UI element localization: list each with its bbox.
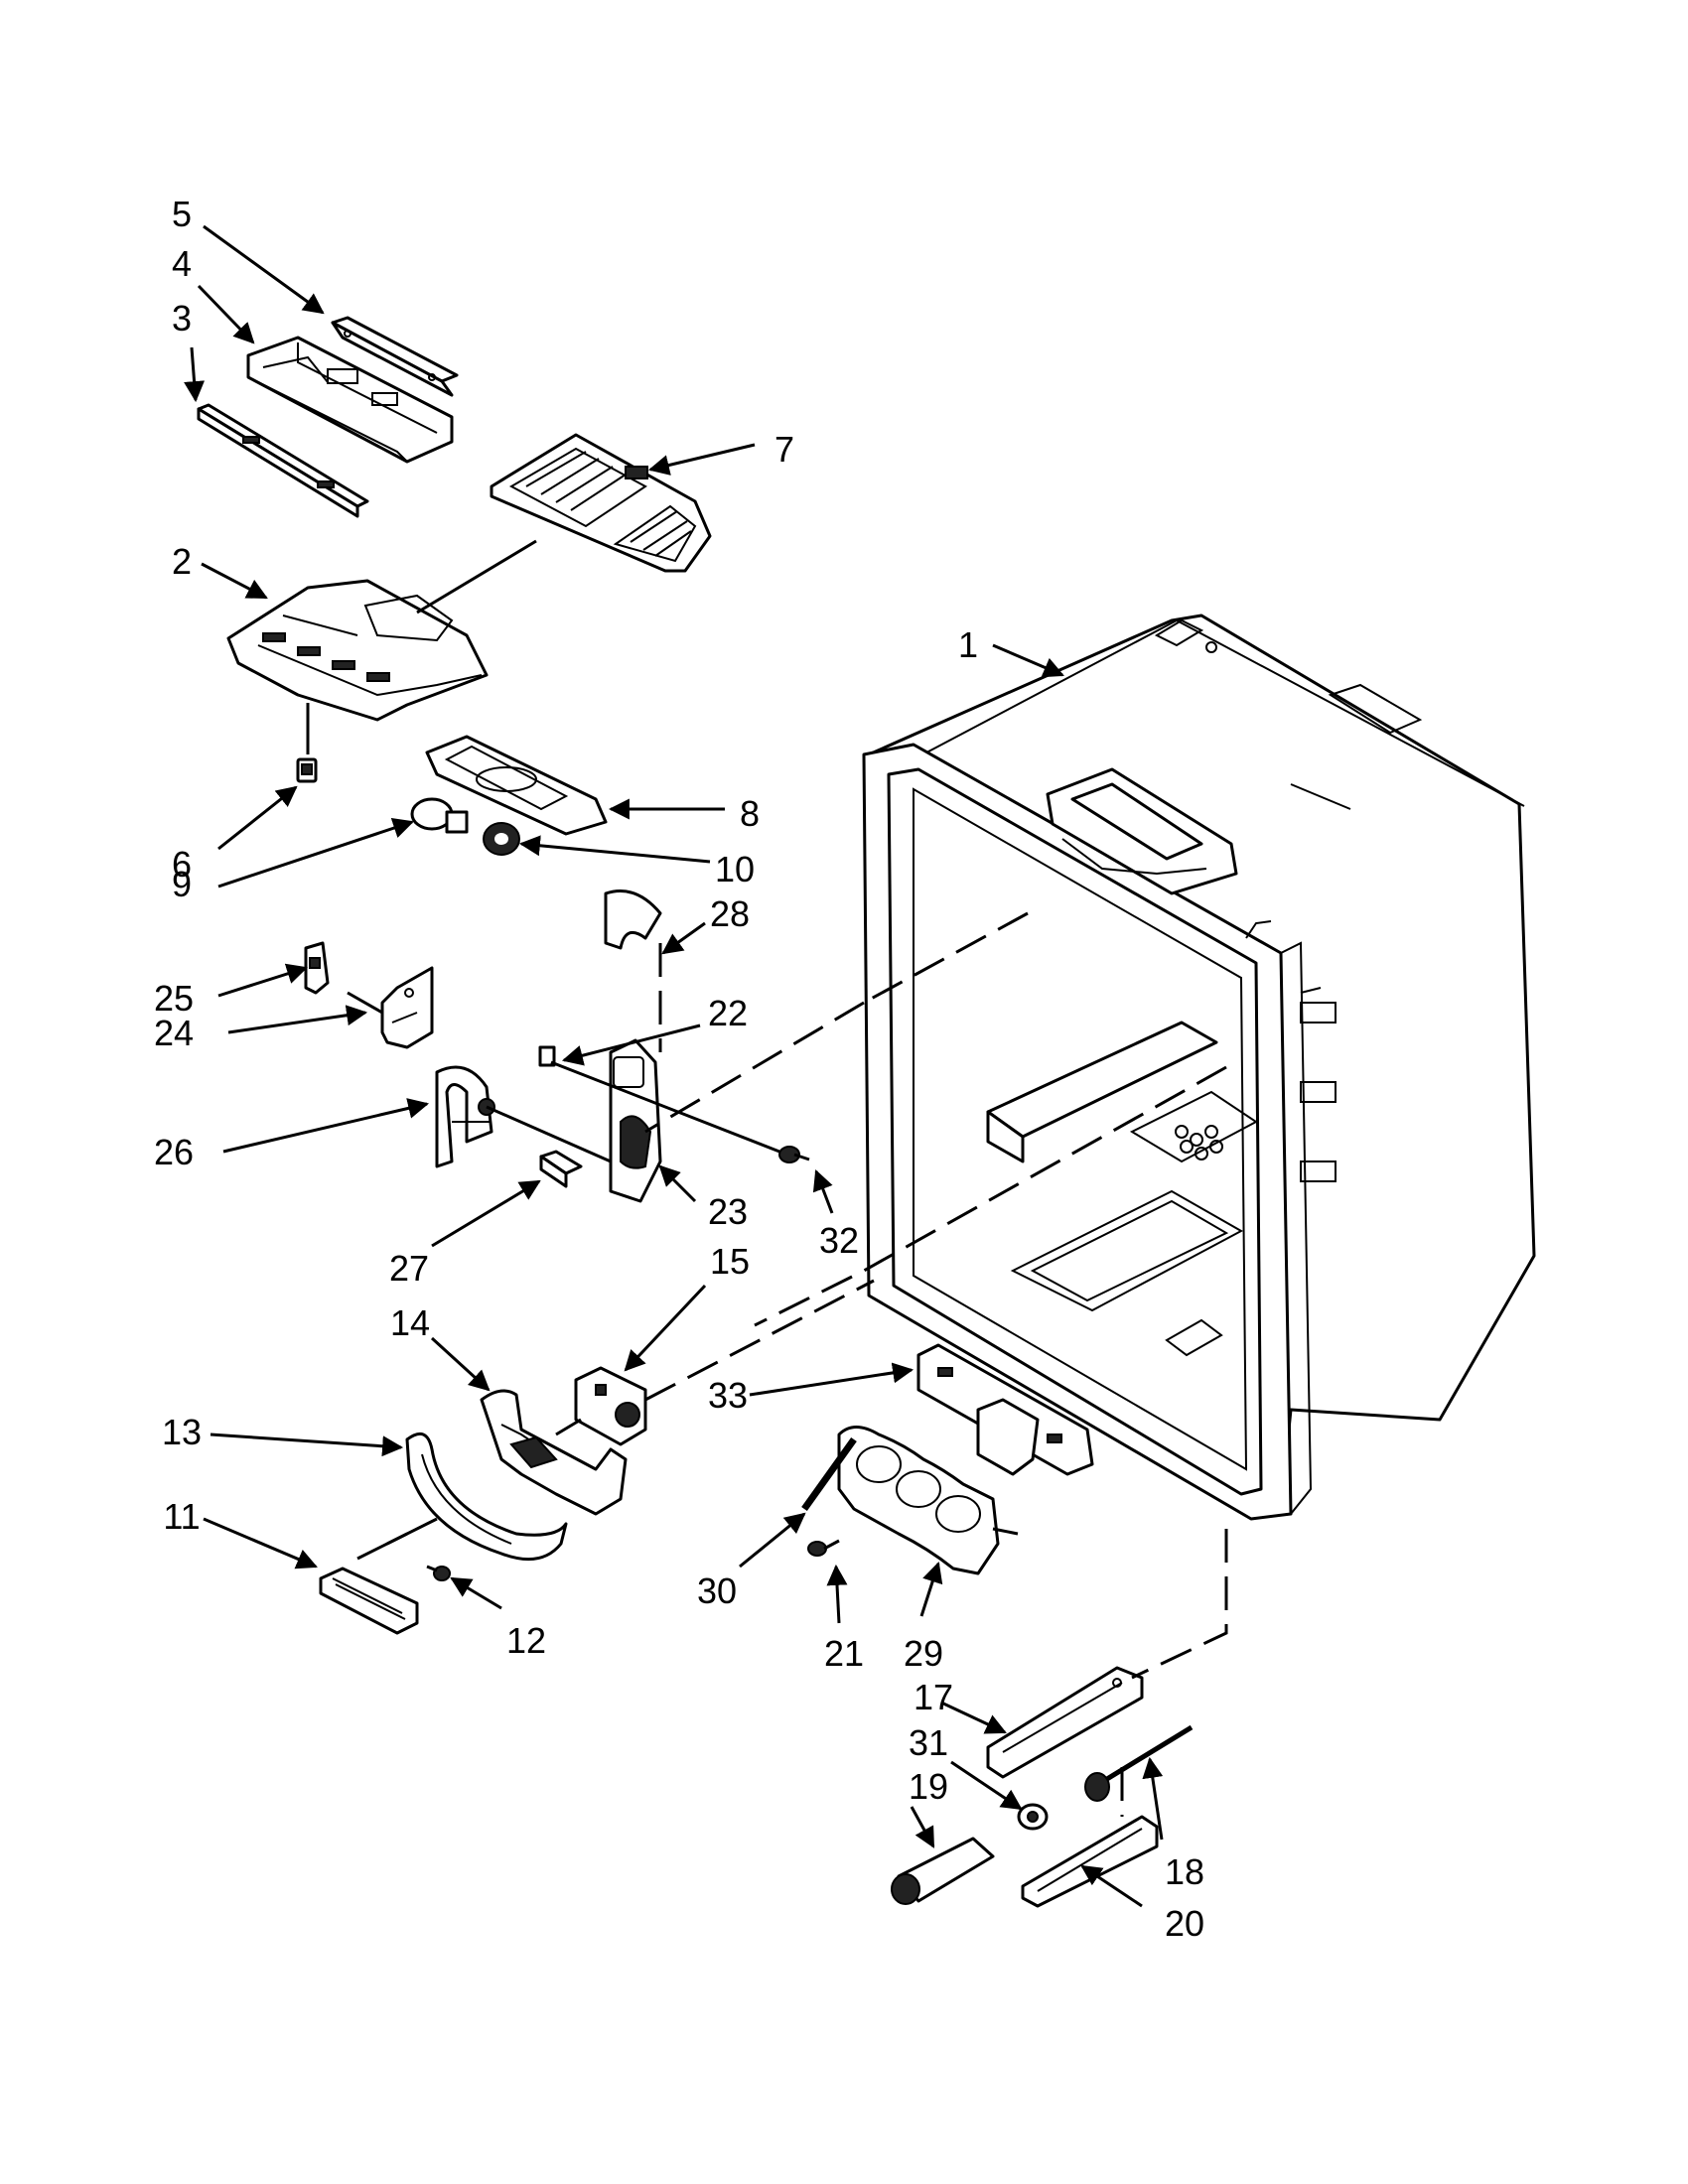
callout-4: 4 xyxy=(172,243,192,284)
callout-5: 5 xyxy=(172,194,192,234)
callout-1: 1 xyxy=(958,624,978,665)
part-31-collar xyxy=(1017,1803,1049,1831)
callout-19: 19 xyxy=(909,1766,948,1807)
part-9-bulb xyxy=(410,797,469,834)
part-32-screw xyxy=(778,1146,810,1163)
part-1-liner xyxy=(862,614,1536,1521)
part-22-clip xyxy=(538,1045,556,1067)
part-6-switch xyxy=(296,757,318,783)
callout-11: 11 xyxy=(163,1496,200,1537)
part-17-rail xyxy=(986,1666,1144,1779)
callout-8: 8 xyxy=(740,793,760,834)
part-8-lens xyxy=(425,735,608,836)
callout-32: 32 xyxy=(819,1220,859,1261)
part-4-control-housing xyxy=(246,336,454,464)
callout-6: 6 xyxy=(172,844,192,885)
callout-21: 21 xyxy=(824,1633,864,1674)
part-23-lever xyxy=(609,1038,662,1203)
part-29-hinge-bracket xyxy=(837,1426,1019,1575)
callout-30: 30 xyxy=(697,1570,737,1611)
callout-3: 3 xyxy=(172,298,192,339)
callout-17: 17 xyxy=(914,1677,953,1717)
part-12-screw xyxy=(426,1565,451,1581)
callout-22: 22 xyxy=(708,993,748,1033)
callout-13: 13 xyxy=(162,1412,202,1452)
callout-arrows xyxy=(184,224,1164,1908)
callout-27: 27 xyxy=(389,1248,429,1289)
part-28-cover xyxy=(604,889,662,950)
callout-labels: 1 2 3 4 5 6 7 8 9 10 11 12 13 14 15 17 1… xyxy=(154,194,1204,1944)
part-5-bracket xyxy=(331,316,459,397)
callout-9: 9 xyxy=(172,864,192,904)
callout-31: 31 xyxy=(909,1722,948,1763)
callout-18: 18 xyxy=(1165,1851,1204,1892)
part-10-socket xyxy=(483,822,520,856)
callout-15: 15 xyxy=(710,1241,750,1282)
part-15-actuator xyxy=(574,1366,647,1446)
callout-28: 28 xyxy=(710,893,750,934)
callout-20: 20 xyxy=(1165,1903,1204,1944)
part-7-crisper-vent xyxy=(490,433,712,573)
callout-10: 10 xyxy=(715,849,755,889)
part-26-arm xyxy=(435,1065,495,1168)
part-25-switch xyxy=(304,941,330,995)
callout-24: 24 xyxy=(154,1013,194,1053)
callout-25: 25 xyxy=(154,978,194,1019)
part-27-clip xyxy=(539,1150,583,1188)
assembly-lines xyxy=(306,539,1228,1817)
part-33-hinge-assembly xyxy=(916,1343,1094,1476)
part-2-light-housing xyxy=(226,579,489,722)
callout-33: 33 xyxy=(708,1375,748,1416)
part-14-chute xyxy=(480,1389,628,1516)
callout-26: 26 xyxy=(154,1132,194,1172)
callout-14: 14 xyxy=(390,1302,430,1343)
callout-2: 2 xyxy=(172,541,192,582)
callout-12: 12 xyxy=(506,1620,546,1661)
callout-29: 29 xyxy=(904,1633,943,1674)
part-18-rod xyxy=(1084,1724,1194,1802)
part-3-strip xyxy=(197,403,369,518)
callout-23: 23 xyxy=(708,1191,748,1232)
part-21-screw xyxy=(807,1539,840,1557)
part-11-tray xyxy=(319,1567,419,1635)
part-19-cylinder xyxy=(891,1837,995,1905)
part-24-bracket xyxy=(380,966,434,1049)
part-13-bezel xyxy=(405,1432,568,1562)
part-30-pin xyxy=(801,1436,857,1512)
callout-7: 7 xyxy=(774,429,794,470)
part-20-rail xyxy=(1021,1815,1159,1908)
